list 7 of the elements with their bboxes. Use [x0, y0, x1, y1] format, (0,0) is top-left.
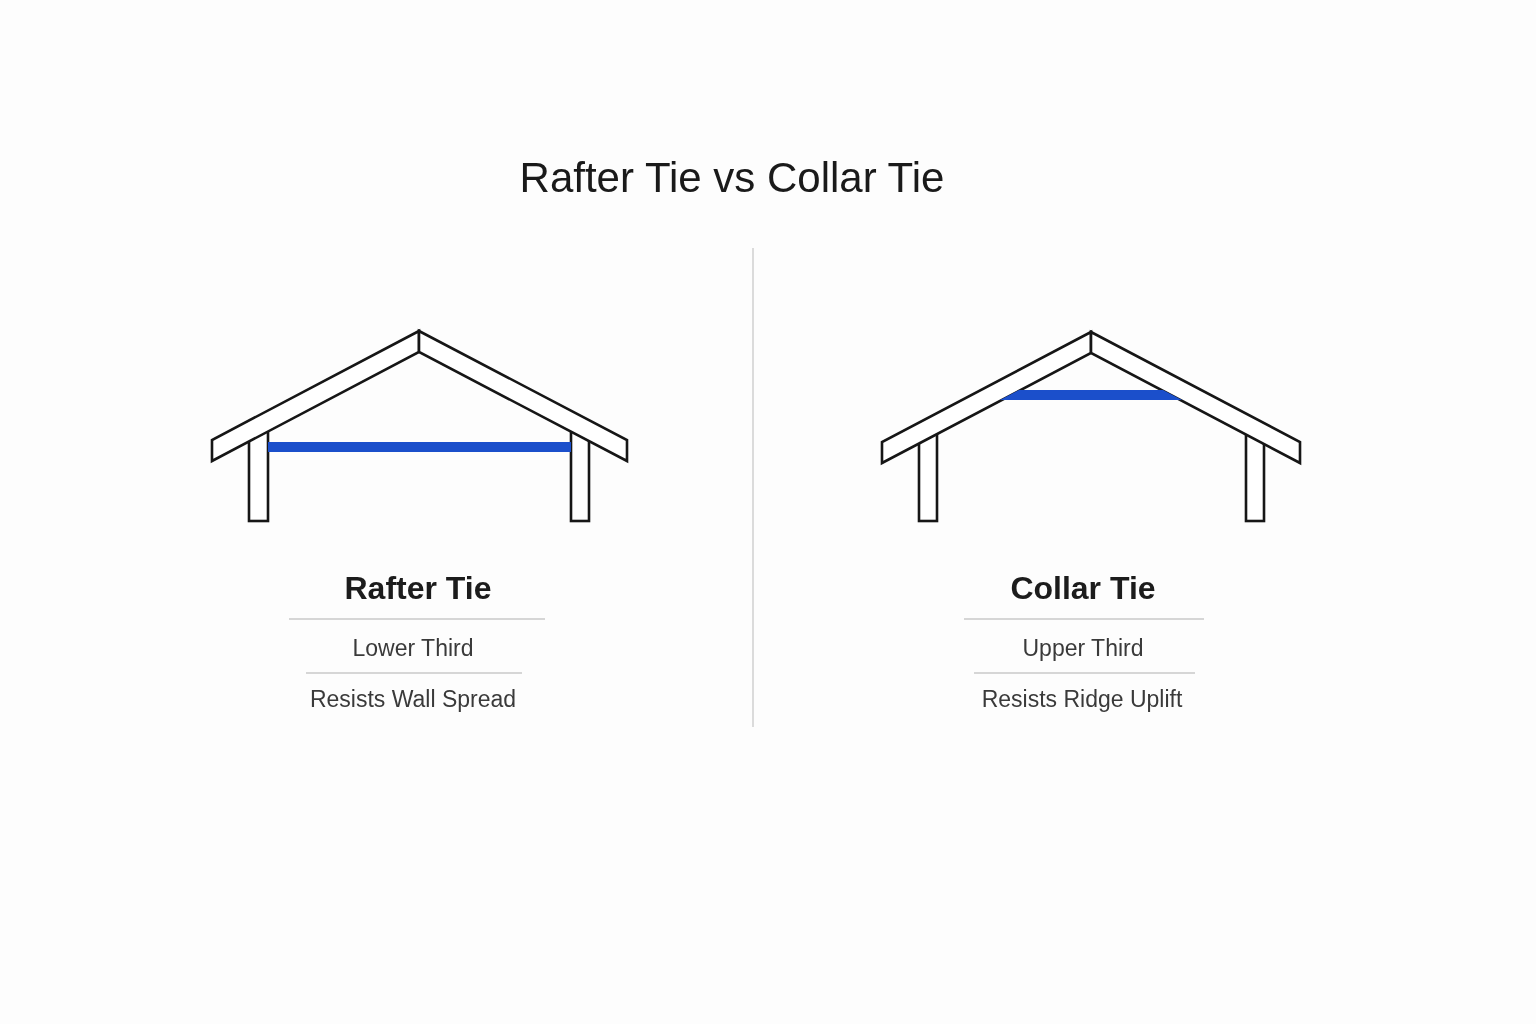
function-text: Resists Wall Spread: [309, 685, 517, 713]
position-text: Lower Third: [352, 634, 474, 662]
diagram-title: Rafter Tie vs Collar Tie: [519, 153, 945, 203]
column-heading: Collar Tie: [1010, 569, 1156, 607]
column-heading: Rafter Tie: [344, 569, 492, 607]
position-text: Upper Third: [1022, 634, 1144, 662]
function-text: Resists Ridge Uplift: [981, 685, 1183, 713]
